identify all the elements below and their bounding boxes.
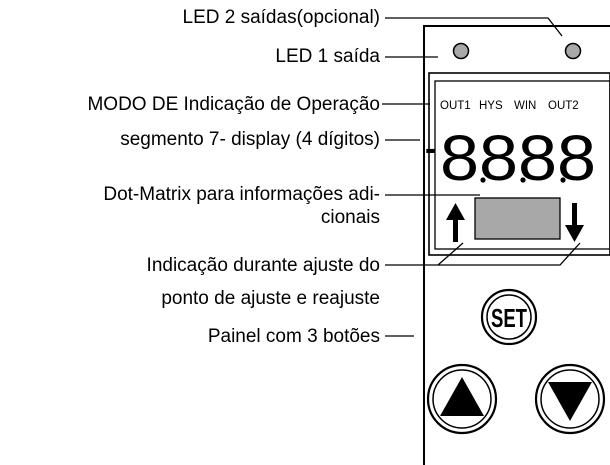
label-panel: Painel com 3 botões <box>207 326 380 347</box>
dot-matrix-display <box>474 197 561 240</box>
up-button[interactable] <box>426 363 498 435</box>
arrow-down-icon <box>565 203 584 242</box>
mode-indicators: OUT1 HYS WIN OUT2 <box>440 100 579 112</box>
label-adjust-1: Indicação durante ajuste do <box>146 255 380 276</box>
mode-out2: OUT2 <box>548 100 579 112</box>
leader-led2 <box>385 17 563 37</box>
mode-win: WIN <box>514 100 536 112</box>
triangle-down-icon <box>548 382 592 421</box>
display-sign: - <box>425 130 436 168</box>
decimal-point <box>480 177 486 183</box>
label-dotmatrix-1: Dot-Matrix para informações adi- <box>103 184 380 205</box>
set-button[interactable]: SET <box>480 288 538 346</box>
adjust-arrows <box>446 203 584 242</box>
display-inner-frame <box>434 80 610 250</box>
display-outer-frame <box>428 72 610 256</box>
led2-light <box>564 42 582 60</box>
arrow-up-icon <box>446 203 465 242</box>
mode-hys: HYS <box>479 100 503 112</box>
device-housing <box>423 25 610 465</box>
display-digits: 8888 <box>440 122 596 194</box>
down-button[interactable] <box>534 363 606 435</box>
leader-adjust-down <box>438 242 581 266</box>
decimal-point <box>560 177 566 183</box>
triangle-up-icon <box>440 377 484 416</box>
label-led1: LED 1 saída <box>275 46 380 67</box>
leader-lines <box>382 17 581 337</box>
label-seven-segment: segmento 7- display (4 dígitos) <box>120 129 380 150</box>
seven-segment-display: - 8888 <box>425 122 596 194</box>
label-adjust-2: ponto de ajuste e reajuste <box>161 288 380 309</box>
led1-light <box>452 42 470 60</box>
label-dotmatrix-2: cionais <box>320 207 380 228</box>
label-mode-indicator: MODO DE Indicação de Operação <box>87 94 380 115</box>
mode-out1: OUT1 <box>440 100 471 112</box>
set-button-label: SET <box>491 303 527 333</box>
decimal-point <box>520 177 526 183</box>
label-led2: LED 2 saídas(opcional) <box>182 7 381 28</box>
